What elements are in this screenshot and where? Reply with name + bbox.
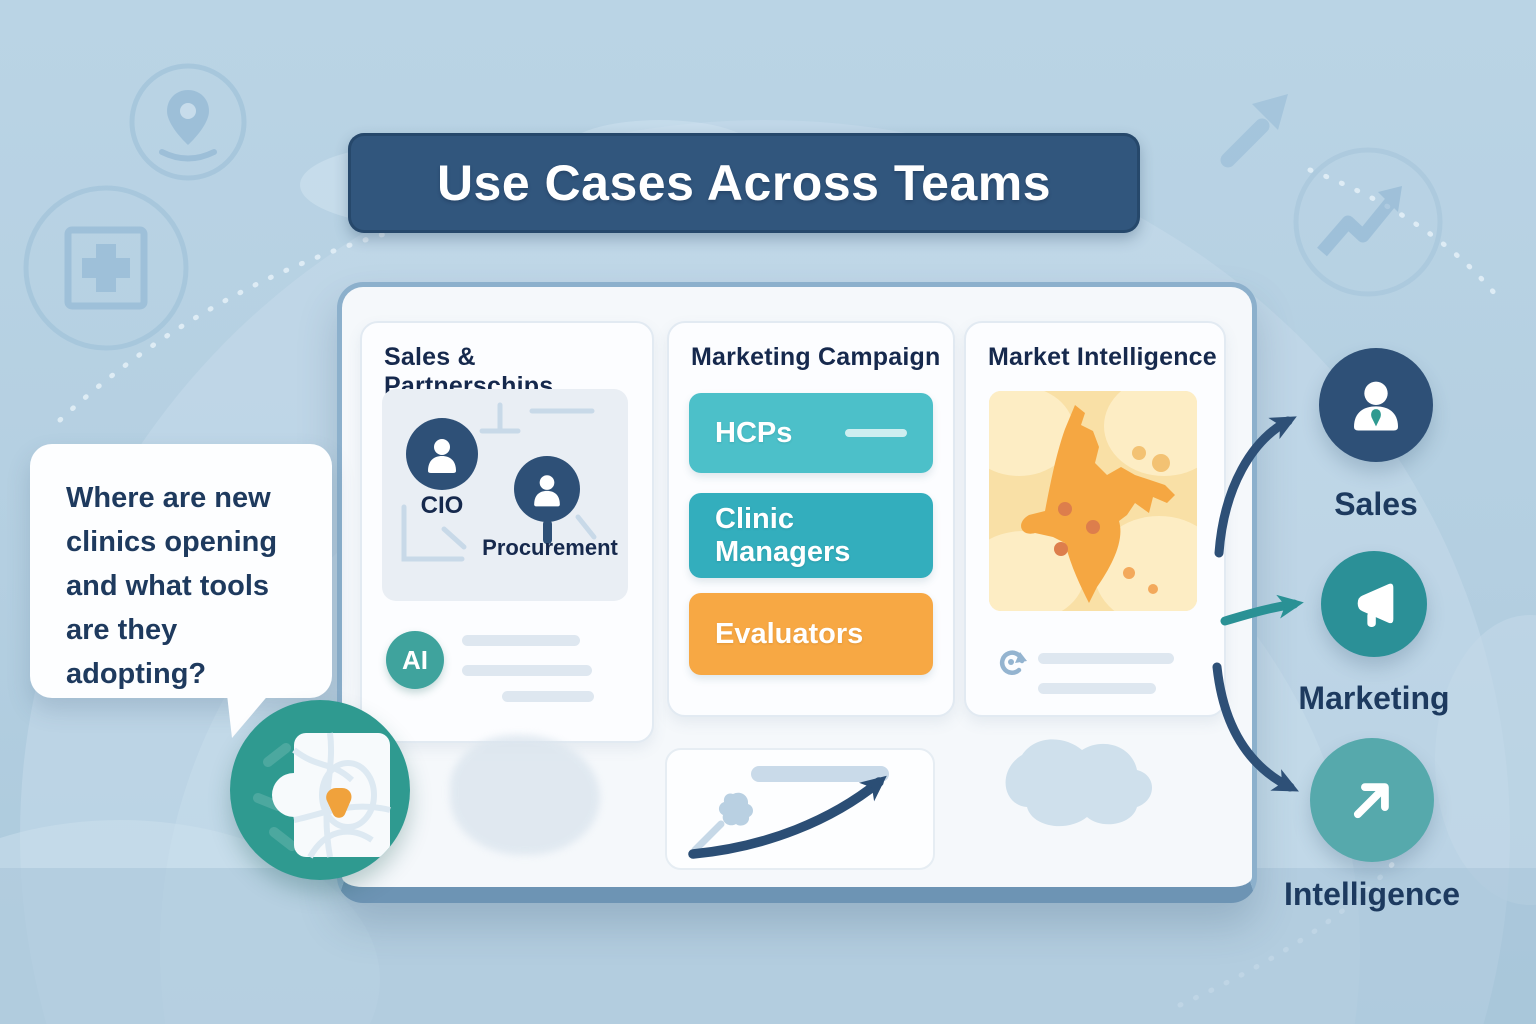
placeholder-line <box>502 691 594 702</box>
avatar-label-cio: CIO <box>420 492 464 519</box>
flow-label-marketing: Marketing <box>1298 680 1450 716</box>
trend-chart-icon <box>1293 147 1443 297</box>
avatar-stem <box>543 520 552 544</box>
up-right-arrow-icon <box>1220 94 1288 168</box>
india-map-icon <box>989 391 1197 611</box>
trend-arrow-icon <box>1353 783 1389 819</box>
placeholder-line <box>462 635 580 646</box>
flow-icon-marketing <box>1321 551 1427 657</box>
page-title: Use Cases Across Teams <box>436 155 1052 211</box>
person-icon <box>1354 381 1398 431</box>
swirl-arrow-icon <box>999 650 1027 675</box>
audience-block-clinic-managers: Clinic Managers <box>689 493 933 578</box>
flow-label-intelligence: Intelligence <box>1283 876 1461 912</box>
megaphone-icon <box>1357 583 1394 627</box>
growth-arrow-icon <box>688 775 887 859</box>
speech-bubble-text: Where are new clinics opening and what t… <box>66 476 312 696</box>
decor-shadow-blob <box>450 735 600 855</box>
card-market-intelligence: Market Intelligence <box>964 321 1226 717</box>
india-map-panel <box>989 391 1197 611</box>
map-locator-icon <box>230 700 410 880</box>
person-icon <box>534 475 560 507</box>
title-banner: Use Cases Across Teams <box>348 133 1140 233</box>
map-pin-icon <box>129 63 247 181</box>
card-marketing-campaign: Marketing Campaign HCPs Clinic Managers … <box>667 321 955 717</box>
placeholder-line <box>845 429 907 437</box>
org-chart-panel: CIO Procurement <box>382 389 628 601</box>
decor-blob <box>1005 739 1152 827</box>
speech-line: are they adopting? <box>66 614 207 691</box>
org-chart-connectors <box>401 402 597 562</box>
audience-block-evaluators: Evaluators <box>689 593 933 675</box>
block-label: Evaluators <box>715 617 864 650</box>
flow-label-sales: Sales <box>1334 486 1418 522</box>
speech-line: and what tools <box>66 570 269 603</box>
avatar-cio <box>406 418 478 490</box>
card-title-marketing: Marketing Campaign <box>691 343 941 371</box>
pushpin-icon <box>691 792 754 854</box>
flow-icon-sales <box>1319 348 1433 462</box>
block-label: HCPs <box>715 416 793 449</box>
person-icon <box>428 439 456 473</box>
medical-cross-icon <box>23 185 189 351</box>
placeholder-line <box>1038 653 1174 664</box>
speech-bubble: Where are new clinics opening and what t… <box>30 444 332 738</box>
ai-badge-label: AI <box>402 644 428 675</box>
avatar-label-procurement: Procurement <box>482 535 618 560</box>
block-label: Clinic Managers <box>715 502 851 568</box>
avatar-procurement <box>514 456 580 522</box>
flow-icon-intelligence <box>1310 738 1434 862</box>
card-sales-partnerships: Sales & Partnerschips CIO <box>360 321 654 743</box>
placeholder-line <box>462 665 592 676</box>
placeholder-bar <box>751 766 889 782</box>
speech-line: clinics opening <box>66 526 278 559</box>
speech-line: Where are new <box>66 482 271 514</box>
placeholder-line <box>1038 683 1156 694</box>
card-title-intelligence: Market Intelligence <box>988 343 1217 371</box>
main-panel: Sales & Partnerschips CIO <box>337 282 1257 903</box>
growth-card <box>665 748 935 870</box>
map-card-icon <box>253 732 391 859</box>
ai-badge: AI <box>386 631 444 689</box>
audience-block-hcps: HCPs <box>689 393 933 473</box>
